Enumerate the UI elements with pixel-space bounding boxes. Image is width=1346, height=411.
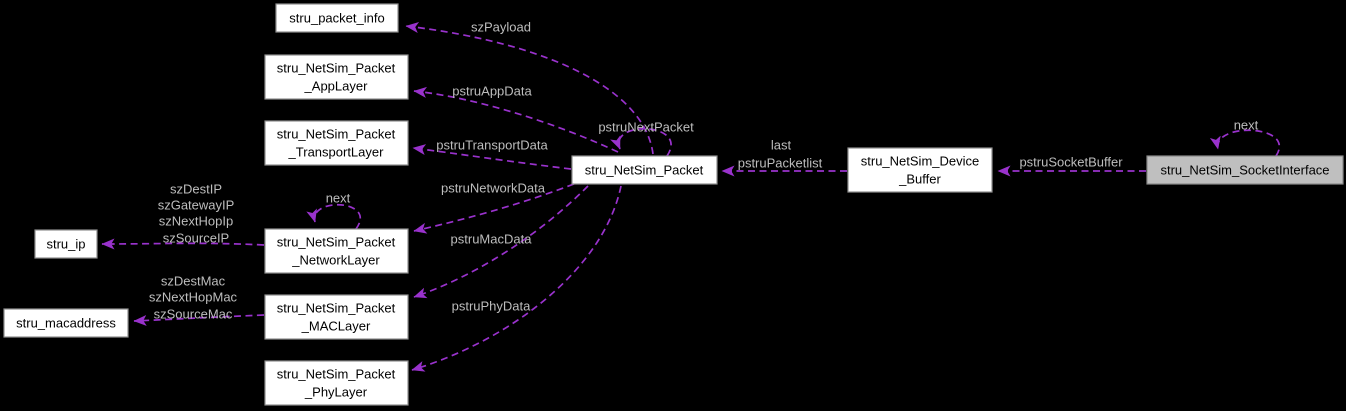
node-box — [264, 120, 409, 166]
edge-label-szgatewayip: szGatewayIP — [158, 198, 235, 213]
node-stru-netsim-packet-phylayer[interactable]: stru_NetSim_Packet _PhyLayer — [264, 360, 409, 406]
node-label-line1: stru_NetSim_Packet — [277, 61, 396, 76]
node-label-line2: _NetworkLayer — [291, 253, 380, 268]
edge-self-loop-networklayer — [306, 204, 361, 230]
edge-label-next-networklayer: next — [326, 191, 351, 206]
node-stru-netsim-socketinterface[interactable]: stru_NetSim_SocketInterface — [1146, 155, 1344, 185]
edge-pstrumacdata — [413, 185, 589, 299]
node-label-line1: stru_NetSim_Packet — [277, 367, 396, 382]
edge-mac-fields — [133, 314, 265, 326]
edge-label-pstrupacketlist: pstruPacketlist — [738, 156, 823, 171]
edge-szpayload — [405, 22, 654, 155]
edge-pstrutransportdata — [412, 144, 572, 170]
edge-self-loop-socketinterface — [1209, 129, 1280, 157]
edge-label-pstruappdata: pstruAppData — [452, 84, 532, 99]
node-stru-packet-info[interactable]: stru_packet_info — [275, 3, 399, 33]
node-box — [264, 54, 409, 100]
edge-label-sznexthopip: szNextHopIp — [159, 214, 233, 229]
node-stru-netsim-packet-transportlayer[interactable]: stru_NetSim_Packet _TransportLayer — [264, 120, 409, 166]
edge-label-pstruphydata: pstruPhyData — [452, 299, 532, 314]
node-label: stru_NetSim_Packet — [585, 163, 704, 178]
edge-label-szsourcemac: szSourceMac — [154, 307, 233, 322]
node-label-line2: _PhyLayer — [304, 385, 368, 400]
edge-label-pstrumacdata: pstruMacData — [451, 232, 533, 247]
node-stru-netsim-device-buffer[interactable]: stru_NetSim_Device _Buffer — [847, 147, 993, 193]
node-label-line2: _Buffer — [898, 172, 941, 187]
node-label-line1: stru_NetSim_Packet — [277, 235, 396, 250]
edge-pstruappdata — [413, 86, 619, 153]
edge-label-pstrunetworkdata: pstruNetworkData — [441, 181, 546, 196]
node-stru-macaddress[interactable]: stru_macaddress — [3, 308, 129, 338]
node-stru-ip[interactable]: stru_ip — [34, 229, 98, 259]
node-stru-netsim-packet-applayer[interactable]: stru_NetSim_Packet _AppLayer — [264, 54, 409, 100]
edge-label-sznexthopmac: szNextHopMac — [149, 290, 238, 305]
edge-label-next-socketinterface: next — [1234, 118, 1259, 133]
edge-pstruphydata — [411, 185, 622, 372]
node-box — [571, 155, 718, 185]
edge-self-loop-packet — [610, 127, 672, 157]
edge-label-pstrunextpacket: pstruNextPacket — [598, 120, 694, 135]
node-label: stru_packet_info — [289, 11, 384, 26]
edge-label-pstrusocketbuffer: pstruSocketBuffer — [1019, 155, 1123, 170]
edge-ip-fields — [101, 238, 265, 250]
node-stru-netsim-packet[interactable]: stru_NetSim_Packet — [571, 155, 718, 185]
node-label-line1: stru_NetSim_Packet — [277, 127, 396, 142]
node-box — [34, 229, 98, 259]
edge-label-last: last — [771, 138, 792, 153]
edge-label-szpayload: szPayload — [471, 20, 531, 35]
node-box — [3, 308, 129, 338]
edge-label-szsourceip: szSourceIP — [163, 231, 229, 246]
node-label: stru_NetSim_SocketInterface — [1160, 163, 1329, 178]
node-label-line2: _MACLayer — [301, 319, 371, 334]
edge-label-pstrutransportdata: pstruTransportData — [436, 138, 548, 153]
node-label-line1: stru_NetSim_Packet — [277, 301, 396, 316]
node-box — [264, 294, 409, 340]
node-box — [847, 147, 993, 193]
edge-label-szdestmac: szDestMac — [161, 274, 226, 289]
edge-label-szdestip: szDestIP — [170, 182, 222, 197]
node-label-line2: _TransportLayer — [288, 145, 385, 160]
node-stru-netsim-packet-networklayer[interactable]: stru_NetSim_Packet _NetworkLayer — [264, 228, 409, 274]
node-label-line2: _AppLayer — [304, 79, 369, 94]
node-label-line1: stru_NetSim_Device — [861, 154, 980, 169]
node-label: stru_macaddress — [16, 316, 116, 331]
node-label: stru_ip — [46, 237, 85, 252]
node-box — [264, 228, 409, 274]
node-box — [264, 360, 409, 406]
node-box — [275, 3, 399, 33]
node-stru-netsim-packet-maclayer[interactable]: stru_NetSim_Packet _MACLayer — [264, 294, 409, 340]
node-box — [1146, 155, 1344, 185]
